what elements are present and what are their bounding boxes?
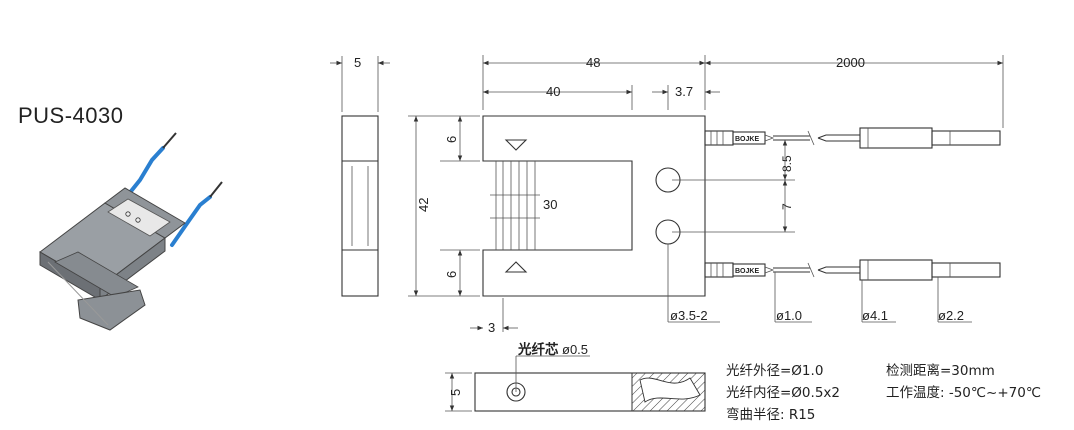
spec-bend-radius: 弯曲半径: R15 xyxy=(726,406,815,423)
dim-arm-bottom: 6 xyxy=(444,271,459,278)
sensor-3d-illustration xyxy=(39,132,223,331)
dim-cable-length: 2000 xyxy=(836,55,865,70)
spec-fiber-id: 光纤内径=Ø0.5x2 xyxy=(726,385,840,401)
spec-detect-distance: 检测距离=30mm xyxy=(886,362,995,379)
dim-fiber-od: ø1.0 xyxy=(776,308,802,323)
dim-height: 42 xyxy=(416,198,431,212)
core-label: 光纤芯 xyxy=(517,341,559,358)
cable-brand-bottom: BOJKE xyxy=(735,268,759,275)
end-view: 光纤芯 ø0.5 5 xyxy=(445,341,706,412)
side-view: 5 xyxy=(330,55,390,297)
dim-hole-pitch-top: 8.5 xyxy=(780,155,794,172)
dim-slot-offset: 3 xyxy=(488,320,495,335)
dim-sleeve-od: ø4.1 xyxy=(862,308,888,323)
dim-side-width: 5 xyxy=(354,55,361,70)
dim-arm-top: 6 xyxy=(444,136,459,143)
front-view: 30 48 40 3.7 42 6 6 3 ø3.5-2 xyxy=(408,55,720,335)
dim-mount-hole: ø3.5-2 xyxy=(670,308,708,323)
dim-slot: 30 xyxy=(543,197,557,212)
cable-brand-top: BOJKE xyxy=(735,136,759,143)
spec-fiber-od: 光纤外径=Ø1.0 xyxy=(726,363,823,379)
fiber-cables: BOJKE BOJKE 2000 8.5 xyxy=(672,55,1004,323)
dim-total-length: 48 xyxy=(586,55,600,70)
spec-list: 光纤外径=Ø1.0 光纤内径=Ø0.5x2 弯曲半径: R15 检测距离=30m… xyxy=(726,362,1041,423)
dim-body-length: 40 xyxy=(546,84,560,99)
spec-operating-temp: 工作温度: -50℃~+70℃ xyxy=(886,385,1041,401)
dim-end-thickness: 5 xyxy=(448,389,463,396)
dim-tip-od: ø2.2 xyxy=(938,308,964,323)
dim-offset: 3.7 xyxy=(675,84,693,99)
dim-hole-pitch: 7 xyxy=(780,203,794,210)
core-dim: ø0.5 xyxy=(562,342,588,357)
model-title: PUS-4030 xyxy=(18,103,124,128)
